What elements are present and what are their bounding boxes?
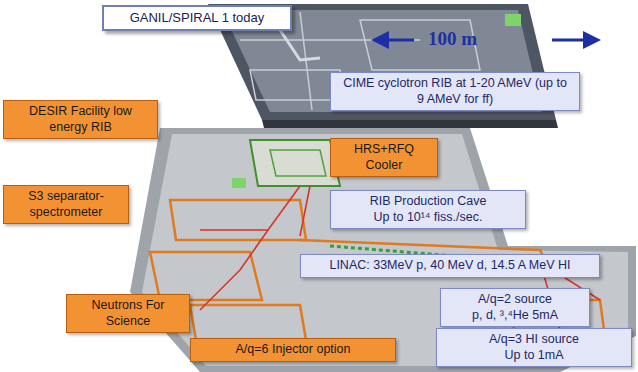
box-text: HRS+RFQ Cooler (338, 142, 430, 173)
scale-arrow (380, 39, 414, 42)
info-box: RIB Production CaveUp to 10¹⁴ fiss./sec. (330, 190, 526, 229)
facility-box: GANIL/SPIRAL 1 today (102, 5, 292, 31)
box-text: A/q=6 Injector option (198, 342, 388, 358)
box-text: A/q=2 source (448, 292, 582, 308)
info-box: A/q=2 sourcep, d, ³,⁴He 5mA (440, 288, 590, 327)
scale-label: 100 m (428, 28, 477, 50)
info-box: A/q=3 HI sourceUp to 1mA (436, 328, 632, 367)
box-text: p, d, ³,⁴He 5mA (448, 308, 582, 324)
facility-box: DESIR Facility low energy RIB (3, 100, 158, 139)
box-text: LINAC: 33MeV p, 40 MeV d, 14.5 A MeV HI (308, 258, 592, 274)
box-text: RIB Production Cave (338, 194, 518, 210)
facility-box: HRS+RFQ Cooler (330, 138, 438, 177)
box-text: A/q=3 HI source (444, 332, 624, 348)
box-text: Up to 1mA (444, 348, 624, 364)
info-box: CIME cyclotron RIB at 1-20 AMeV (up to 9… (330, 72, 580, 111)
facility-box: Neutrons For Science (66, 294, 190, 333)
box-text: S3 separator-spectrometer (11, 189, 121, 220)
facility-box: S3 separator-spectrometer (3, 185, 129, 224)
info-box: LINAC: 33MeV p, 40 MeV d, 14.5 A MeV HI (300, 254, 600, 278)
box-text: GANIL/SPIRAL 1 today (111, 10, 283, 26)
box-text: CIME cyclotron RIB at 1-20 AMeV (up to 9… (338, 76, 572, 107)
box-text: Up to 10¹⁴ fiss./sec. (338, 210, 518, 226)
spiral2-building (130, 128, 636, 372)
facility-box: A/q=6 Injector option (190, 338, 396, 362)
box-text: Neutrons For Science (74, 298, 182, 329)
scale-arrow (552, 39, 592, 42)
box-text: DESIR Facility low energy RIB (11, 104, 150, 135)
